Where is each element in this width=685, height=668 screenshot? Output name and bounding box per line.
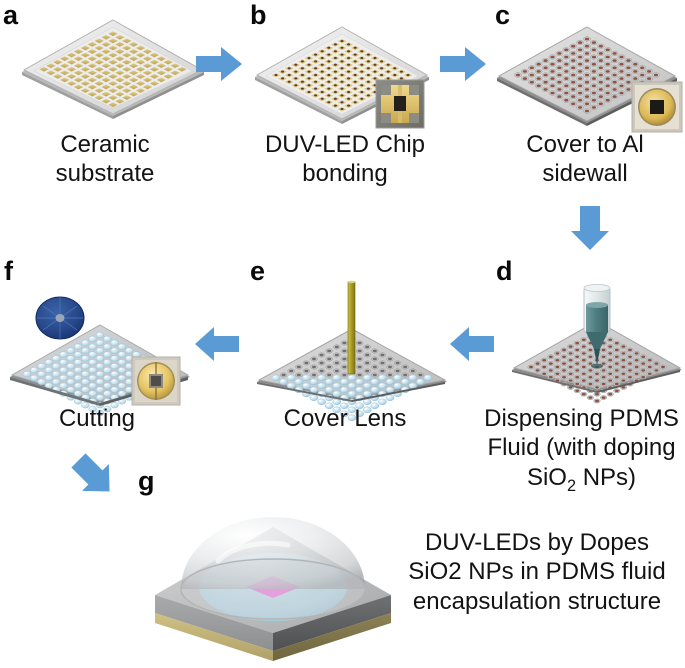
panel-g-graphic-final-device	[148, 505, 398, 665]
panel-a-caption-line2: substrate	[55, 160, 155, 188]
panel-label-g: g	[138, 466, 155, 496]
panel-d-caption-line2: Fluid (with doping	[487, 434, 676, 462]
panel-g-caption-line2: SiO2 NPs in PDMS fluid	[408, 558, 666, 586]
panel-g-caption-line1: DUV-LEDs by Dopes	[424, 529, 650, 556]
panel-g-caption: DUV-LEDs by Dopes SiO2 NPs in PDMS fluid…	[392, 528, 682, 616]
panel-e-graphic-cover-lens	[252, 278, 452, 422]
arrow-c-to-d	[570, 206, 612, 252]
panel-a-caption-line1: Ceramic	[60, 131, 150, 158]
panel-d-caption-line3-pre: SiO	[526, 463, 567, 491]
panel-f-caption-line1: Cutting	[58, 405, 136, 432]
arrow-a-to-b	[196, 44, 244, 84]
panel-d-caption-line3-subscript: 2	[566, 476, 577, 495]
arrow-d-to-e	[448, 325, 496, 363]
panel-b-caption-line1: DUV-LED Chip	[264, 131, 426, 158]
panel-c-caption: Cover to Al sidewall	[490, 130, 680, 189]
panel-label-b: b	[250, 0, 267, 30]
panel-f-inset-singulated-led-photo	[131, 356, 181, 406]
panel-d-caption-line3: SiO2 NPs)	[478, 463, 685, 497]
panel-f-caption: Cutting	[2, 404, 192, 433]
panel-label-a: a	[3, 0, 19, 30]
panel-d-caption: Dispensing PDMS Fluid (with doping SiO2 …	[478, 404, 685, 496]
panel-c-inset-al-sidewall-cup-photo	[631, 81, 683, 133]
panel-e-caption-line1: Cover Lens	[283, 405, 407, 432]
arrow-e-to-f	[193, 325, 241, 363]
panel-c-caption-line2: sidewall	[542, 160, 628, 188]
panel-d-caption-line1: Dispensing PDMS	[484, 405, 679, 432]
panel-b-inset-duv-led-chip-photo	[375, 79, 425, 129]
panel-label-e: e	[250, 256, 266, 286]
panel-b-caption-line2: bonding	[302, 160, 388, 188]
panel-a-graphic-ceramic-substrate	[18, 14, 208, 124]
arrow-b-to-c	[440, 44, 488, 84]
panel-d-graphic-dispensing-pdms	[510, 284, 685, 404]
panel-e-caption: Cover Lens	[245, 404, 445, 433]
panel-label-d: d	[496, 256, 513, 286]
panel-a-caption: Ceramic substrate	[10, 130, 200, 189]
panel-d-caption-line3-post: NPs)	[576, 463, 637, 491]
panel-c-caption-line1: Cover to Al	[526, 131, 644, 158]
panel-b-caption: DUV-LED Chip bonding	[245, 130, 445, 189]
panel-label-c: c	[495, 0, 511, 30]
panel-g-caption-line3: encapsulation structure	[412, 587, 662, 615]
arrow-f-to-g	[70, 452, 120, 500]
panel-label-f: f	[4, 256, 13, 286]
